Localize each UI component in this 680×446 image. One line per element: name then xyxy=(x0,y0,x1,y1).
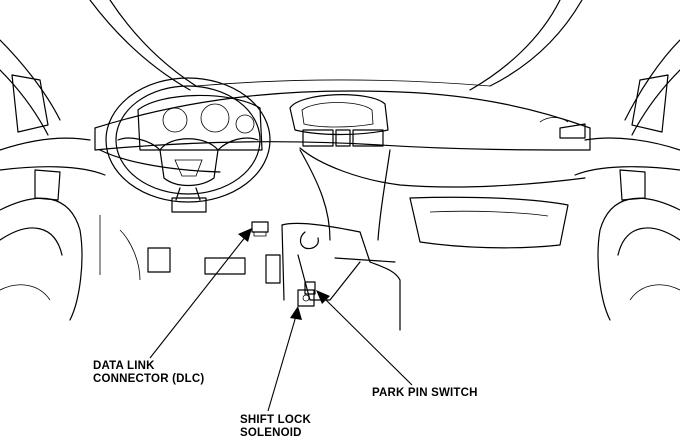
glove-box xyxy=(409,196,569,249)
data-link-connector-label: DATA LINK CONNECTOR (DLC) xyxy=(93,360,204,386)
center-console xyxy=(281,222,401,331)
left-door xyxy=(0,39,106,321)
shift-lock-leader xyxy=(267,306,302,412)
right-door xyxy=(574,39,680,321)
park-pin-switch-part xyxy=(304,281,316,295)
steering-wheel xyxy=(105,77,271,213)
pedals xyxy=(99,215,281,284)
park-pin-leader xyxy=(316,290,413,386)
park-pin-switch-label-line1: PARK PIN SWITCH xyxy=(372,387,478,399)
shift-lock-solenoid-label-line1: SHIFT LOCK xyxy=(240,414,311,426)
data-link-connector-label-line1: DATA LINK xyxy=(93,360,155,372)
park-pin-switch-label: PARK PIN SWITCH xyxy=(372,387,478,400)
windshield-frame xyxy=(89,0,583,91)
data-link-connector-label-line2: CONNECTOR (DLC) xyxy=(93,373,205,385)
center-stack xyxy=(289,94,391,241)
shift-lock-solenoid-label: SHIFT LOCK SOLENOID xyxy=(240,414,311,440)
instrument-cluster xyxy=(137,94,263,151)
shift-lock-solenoid-part xyxy=(297,289,315,307)
dlc-leader xyxy=(149,228,252,359)
shift-lock-solenoid-label-line2: SOLENOID xyxy=(240,427,302,439)
dashboard xyxy=(94,90,591,188)
dlc-connector xyxy=(251,221,269,237)
